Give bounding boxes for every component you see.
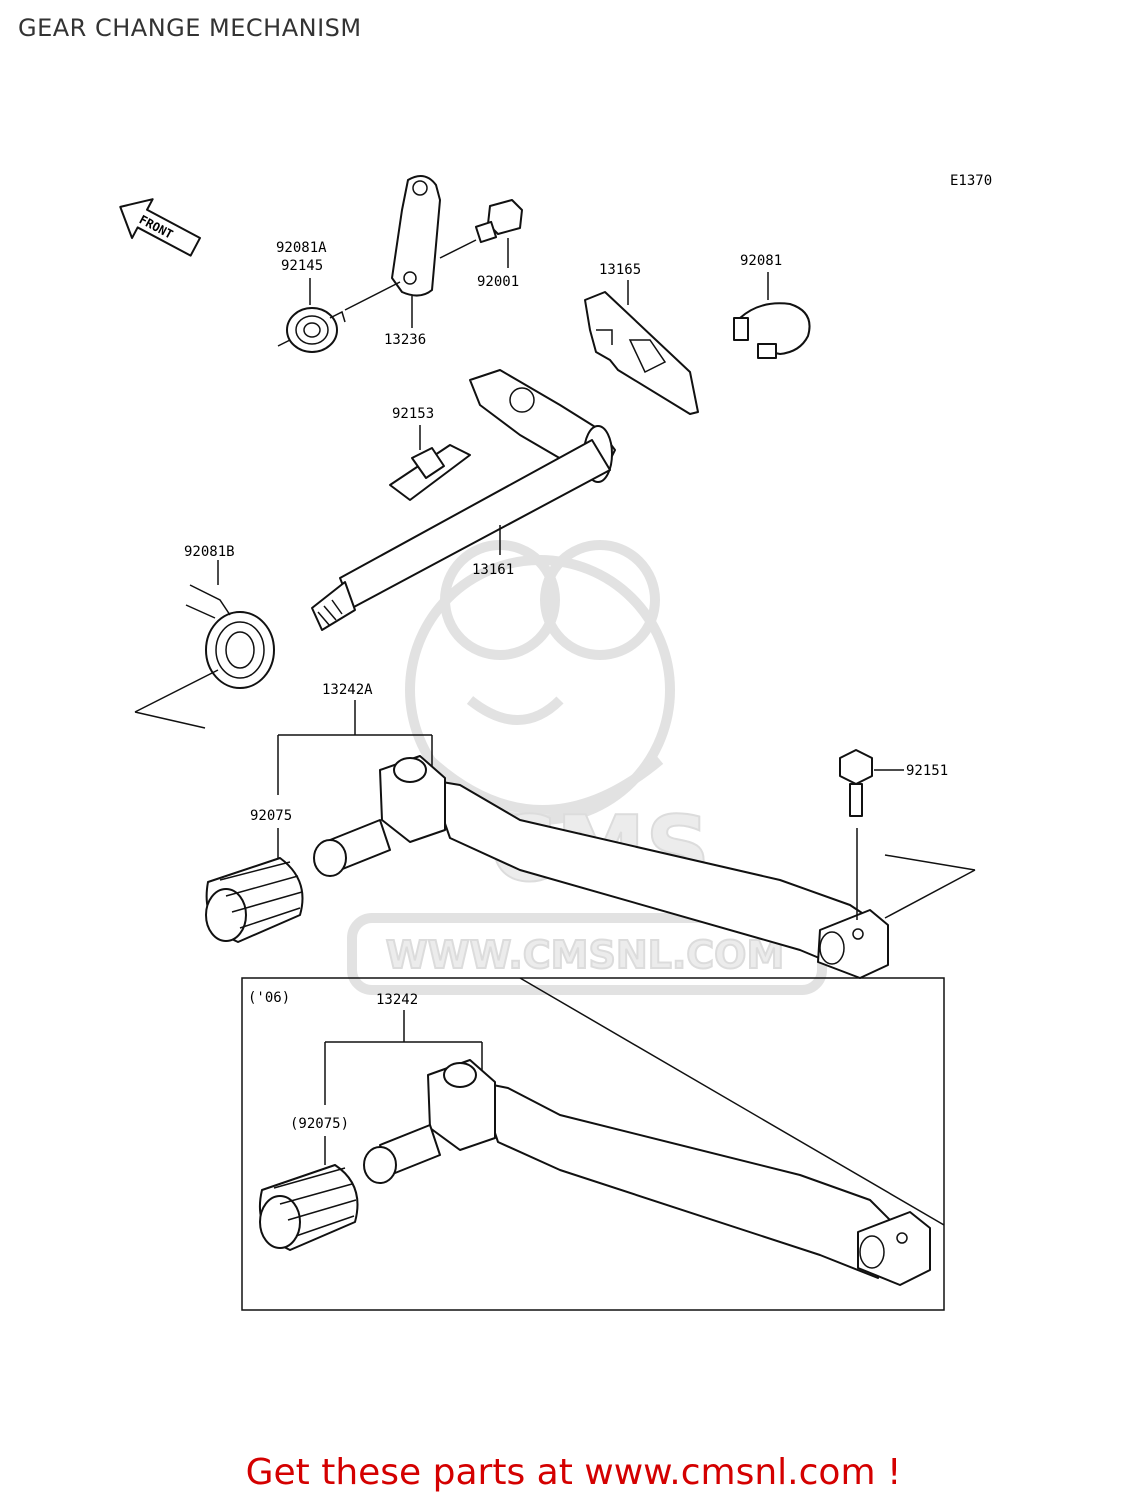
- label-13242: 13242: [376, 992, 418, 1008]
- label-13236: 13236: [384, 332, 426, 348]
- label-92153: 92153: [392, 406, 434, 422]
- label-92151: 92151: [906, 763, 948, 779]
- label-92081: 92081: [740, 253, 782, 269]
- label-13242a: 13242A: [322, 682, 373, 698]
- front-arrow-icon: FRONT: [119, 198, 202, 257]
- arm-13236-drawing: [391, 175, 441, 297]
- bolt-92151-drawing: [839, 749, 873, 817]
- shaft-13161-drawing: [311, 369, 616, 631]
- plate-13165-drawing: [584, 291, 699, 415]
- pedal-13242a-drawing: [205, 755, 889, 979]
- watermark-url: WWW.CMSNL.COM: [386, 933, 785, 977]
- label-92081b: 92081B: [184, 544, 235, 560]
- diagram-code: E1370: [950, 173, 992, 189]
- label-13165: 13165: [599, 262, 641, 278]
- pin-92153-drawing: [389, 444, 471, 501]
- pedal-13242-drawing: [258, 1059, 931, 1286]
- label-92075-inset: (92075): [290, 1116, 349, 1132]
- page-title: GEAR CHANGE MECHANISM: [18, 14, 362, 42]
- label-13161: 13161: [472, 562, 514, 578]
- spring-92081a-drawing: [277, 307, 346, 353]
- clip-92081-drawing: [733, 302, 811, 359]
- label-92001: 92001: [477, 274, 519, 290]
- label-92145: 92145: [281, 258, 323, 274]
- inset-label: ('06): [248, 990, 290, 1006]
- footer-cta-link[interactable]: Get these parts at www.cmsnl.com !: [245, 1452, 902, 1493]
- bolt-92001-drawing: [474, 199, 523, 244]
- inset-06-box: ('06): [241, 977, 945, 1311]
- spring-92081b-drawing: [185, 584, 275, 689]
- label-92081a: 92081A: [276, 240, 327, 256]
- label-92075: 92075: [250, 808, 292, 824]
